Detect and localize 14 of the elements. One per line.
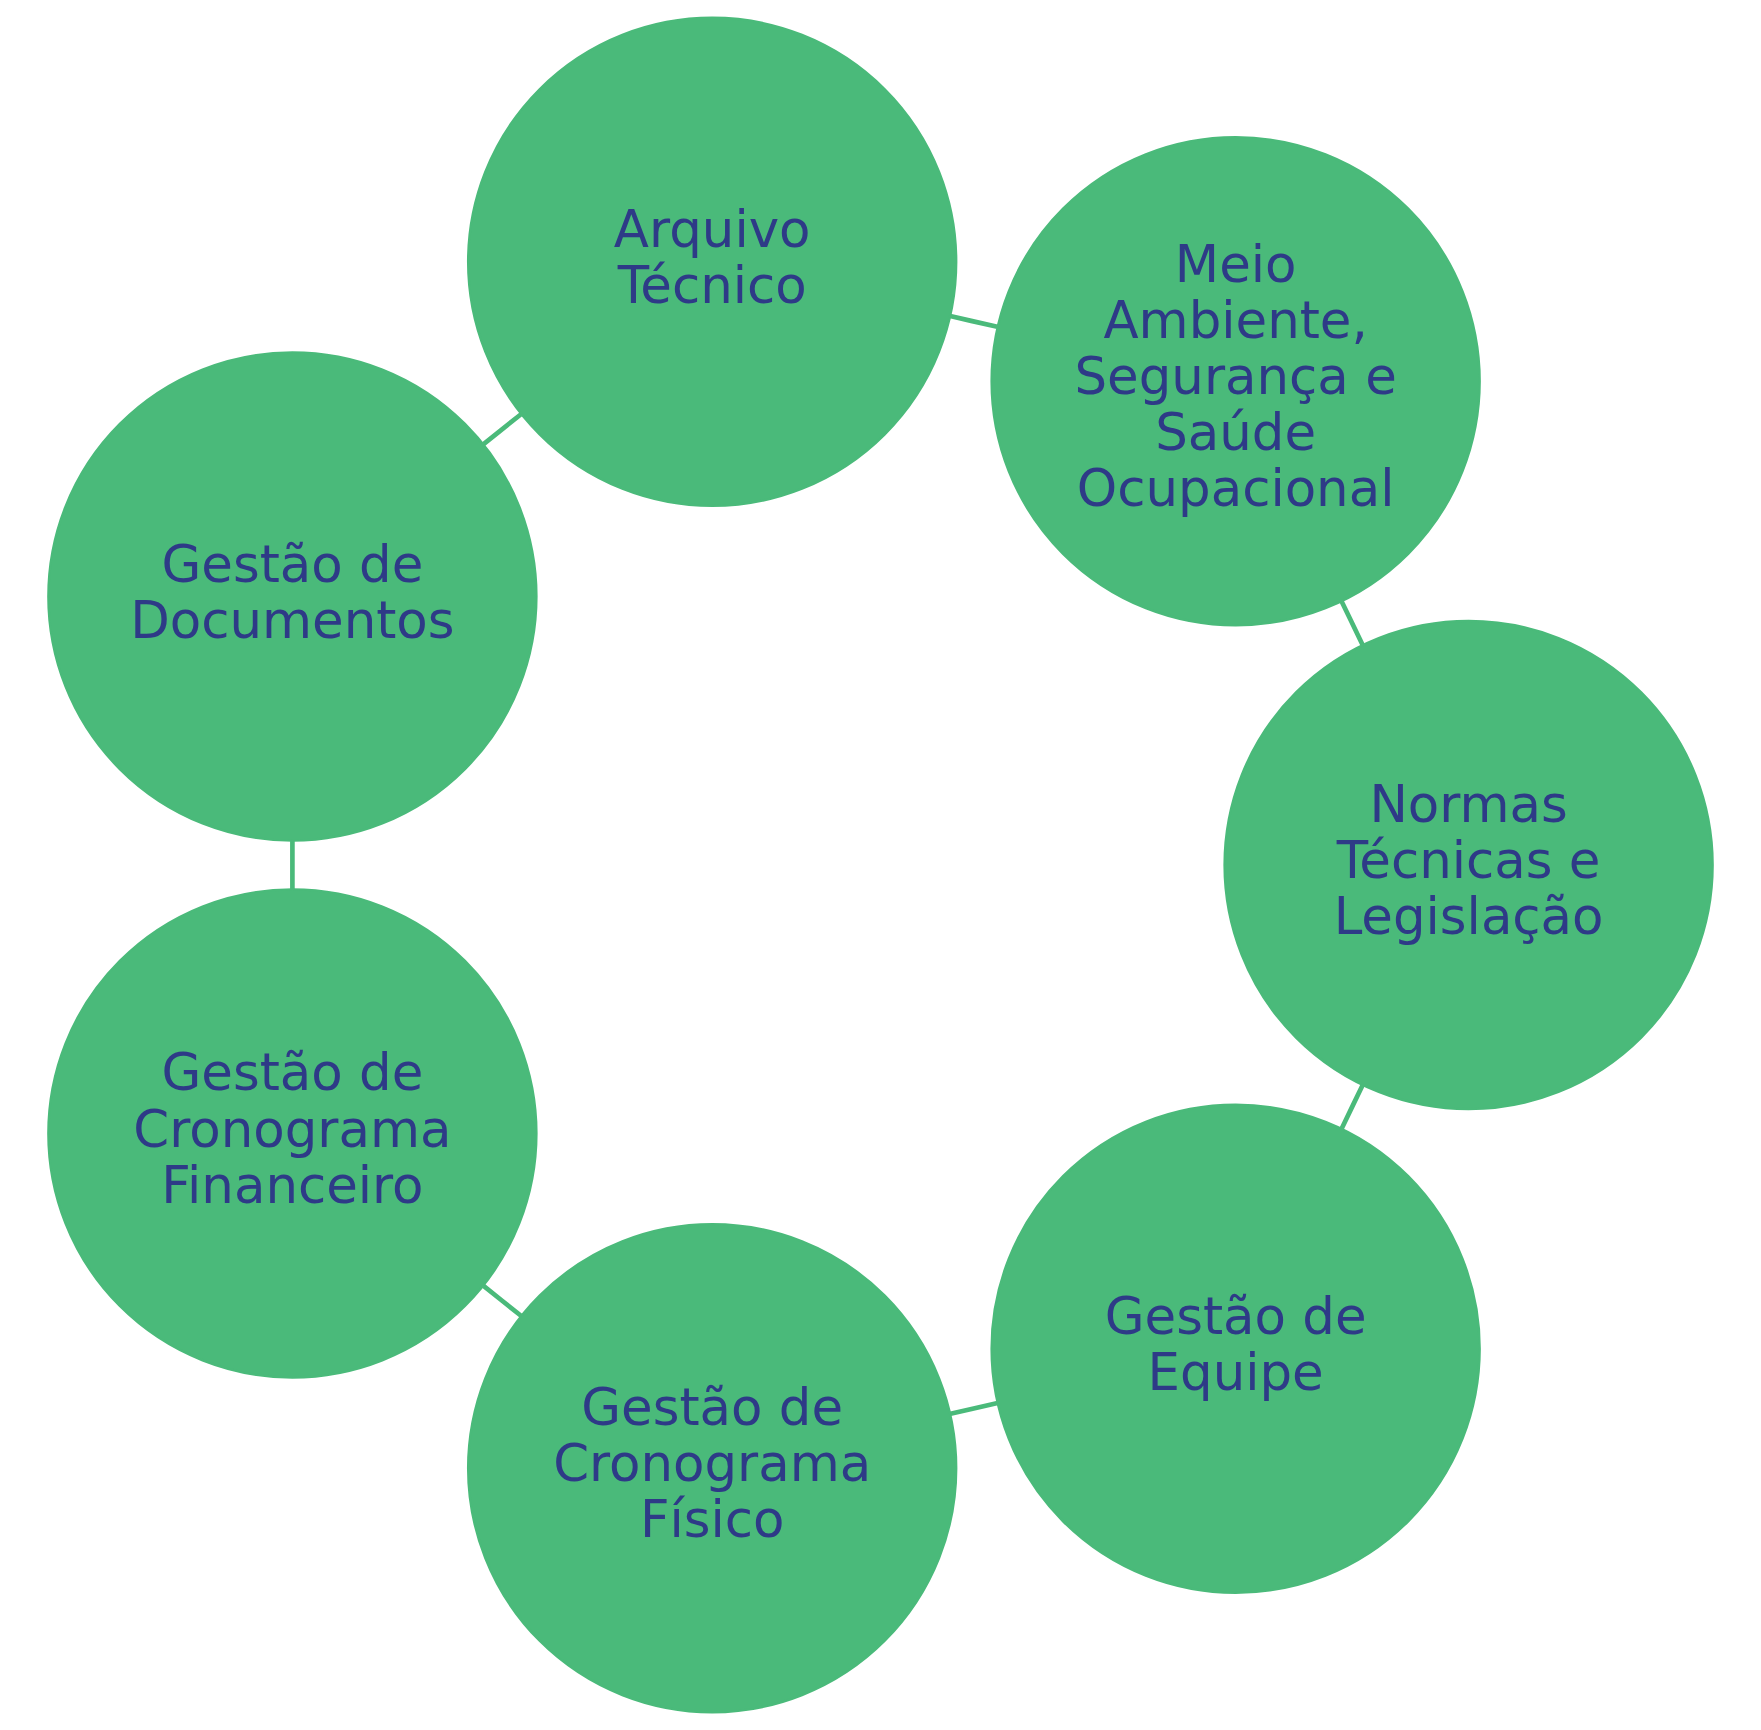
connector xyxy=(481,412,523,447)
node-circle: Normas Técnicas e Legislação xyxy=(1223,619,1714,1111)
connector xyxy=(482,1284,523,1318)
connector xyxy=(949,313,998,330)
connector xyxy=(290,841,295,890)
connector xyxy=(950,1400,999,1417)
node-circle: Gestão de Cronograma Financeiro xyxy=(47,888,538,1379)
connector xyxy=(1339,1083,1365,1130)
node-circle: Gestão de Documentos xyxy=(47,351,538,842)
node-circle: Meio Ambiente, Segurança e Saúde Ocupacional xyxy=(990,136,1481,627)
node-circle: Arquivo Técnico xyxy=(466,16,958,507)
connector xyxy=(1339,600,1365,646)
node-circle: Gestão de Cronograma Físico xyxy=(466,1223,958,1714)
node-circle: Gestão de Equipe xyxy=(990,1103,1481,1594)
